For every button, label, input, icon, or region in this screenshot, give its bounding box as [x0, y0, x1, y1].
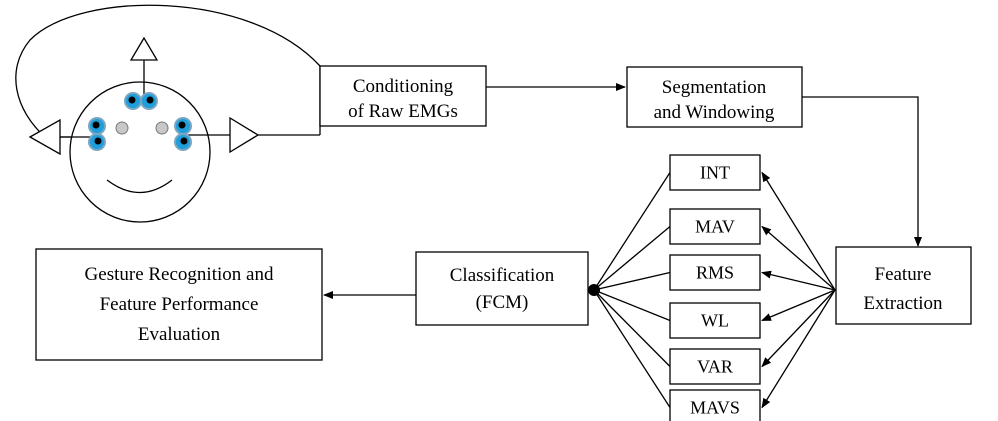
arrow-extraction-to-var: [761, 289, 836, 368]
feature-box-mavs: MAVS: [669, 389, 761, 421]
feedback-loop-line: [15, 4, 321, 138]
feature-extraction-label-line1: Feature: [875, 264, 932, 285]
feature-box-var: VAR: [669, 348, 761, 385]
feature-label: MAV: [695, 217, 735, 237]
feature-box-mav: MAV: [669, 208, 761, 245]
feature-label: MAVS: [690, 398, 740, 418]
node-classification: Classification (FCM): [415, 251, 589, 326]
head-outline-icon: [69, 81, 211, 223]
node-segmentation: Segmentation and Windowing: [626, 66, 803, 128]
electrode-icon: [140, 92, 158, 110]
feature-label: WL: [701, 311, 729, 331]
head-illustration: [15, 4, 321, 223]
conditioning-label-line1: Conditioning: [353, 76, 454, 97]
feature-label: INT: [700, 163, 730, 183]
node-conditioning: Conditioning of Raw EMGs: [319, 65, 487, 127]
electrode-icon: [88, 117, 106, 135]
segmentation-label-line1: Segmentation: [662, 77, 767, 98]
feature-fan-arrows: [761, 171, 836, 409]
feature-box-rms: RMS: [669, 254, 761, 291]
arrow-extraction-to-int: [761, 171, 836, 291]
conditioning-label-line2: of Raw EMGs: [348, 101, 458, 122]
mouth-icon: [106, 179, 173, 193]
feature-label: RMS: [696, 263, 734, 283]
arrow-extraction-to-rms: [761, 270, 836, 291]
electrodes: [88, 92, 192, 151]
reference-dot-icon: [115, 121, 129, 135]
line-wl-to-classification: [593, 289, 671, 322]
arrow-extraction-to-mav: [761, 225, 836, 291]
junction-dot-icon: [588, 284, 600, 296]
line-mavs-to-classification: [593, 289, 671, 408]
electrode-icon: [124, 92, 142, 110]
right-channel-arrow-icon: [229, 116, 260, 154]
gesture-label-line3: Evaluation: [138, 324, 221, 345]
feature-extraction-label-line2: Extraction: [863, 293, 943, 314]
reference-dot-icon: [155, 121, 169, 135]
electrode-icon: [174, 133, 192, 151]
feature-box-int: INT: [669, 154, 761, 191]
arrow-segmentation-to-feature-extraction: [802, 96, 922, 247]
feature-box-wl: WL: [669, 302, 761, 339]
segmentation-label-line2: and Windowing: [654, 102, 775, 123]
arrow-extraction-to-mavs: [761, 289, 836, 409]
left-channel-arrow-icon: [28, 118, 61, 156]
feature-label: VAR: [697, 357, 733, 377]
line-int-to-classification: [593, 172, 671, 291]
classification-label-line2: (FCM): [476, 292, 529, 313]
gesture-label-line2: Feature Performance: [100, 294, 259, 315]
line-var-to-classification: [593, 289, 671, 367]
line-mav-to-classification: [593, 226, 671, 291]
gesture-label-line1: Gesture Recognition and: [85, 264, 274, 285]
node-gesture-recognition: Gesture Recognition and Feature Performa…: [35, 248, 323, 361]
arrow-extraction-to-wl: [761, 289, 836, 322]
electrode-icon: [174, 117, 192, 135]
classification-fan-in-lines: [593, 172, 671, 408]
electrode-icon: [88, 133, 106, 151]
node-feature-extraction: Feature Extraction: [835, 246, 972, 325]
classification-label-line1: Classification: [450, 265, 555, 286]
line-rms-to-classification: [593, 271, 671, 291]
feature-list: INT MAV RMS WL VAR MAVS: [669, 154, 761, 421]
top-channel-arrow-icon: [129, 36, 159, 61]
